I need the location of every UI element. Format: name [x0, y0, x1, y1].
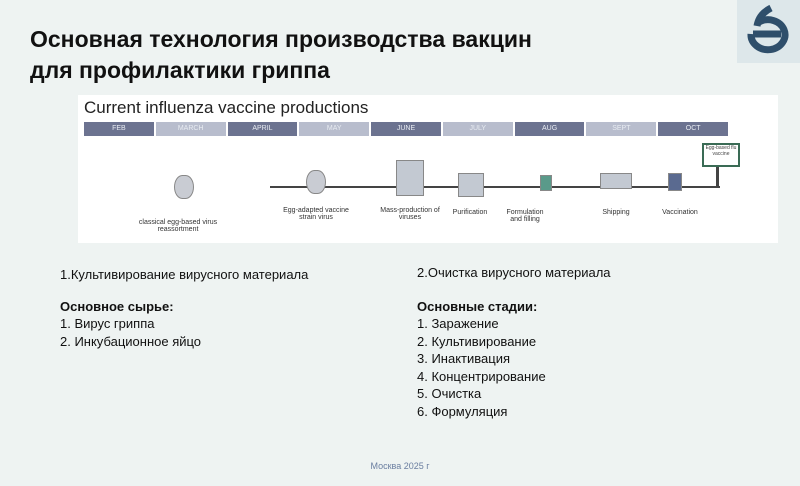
step-label: classical egg-based virus reassortment	[138, 219, 218, 233]
month: JUNE	[371, 122, 441, 136]
title-line-2: для профилактики гриппа	[30, 57, 330, 83]
list-item: 3. Инактивация	[417, 351, 510, 366]
list-item: 2. Инкубационное яйцо	[60, 333, 202, 349]
figure-title: Current influenza vaccine productions	[84, 98, 369, 117]
month: MARCH	[155, 122, 226, 136]
step-label: Egg-adapted vaccine strain virus	[283, 207, 349, 221]
bioreactor-icon	[396, 160, 424, 196]
step-label: Shipping	[602, 209, 630, 216]
logo-icon	[737, 0, 800, 63]
month: SEPT	[586, 122, 657, 136]
step-label: Purification	[452, 209, 488, 216]
list-item: 2. Культивирование	[417, 333, 537, 349]
footer-text: Москва 2025 г	[370, 461, 430, 471]
month: APRIL	[227, 122, 298, 136]
cultivation-section: 1.Культивирование вирусного материала Ос…	[60, 266, 308, 350]
egg-icon	[174, 175, 194, 199]
month: FEB	[84, 122, 154, 136]
list-item: 5. Очистка	[417, 386, 482, 401]
month: OCT	[658, 122, 729, 136]
list-item: 4. Концентрирование	[417, 368, 546, 384]
section-heading: 2.Очистка вирусного материала	[417, 265, 611, 280]
slide-title: Основная технология производства вакцин д…	[30, 24, 532, 86]
month: AUG	[514, 122, 585, 136]
list-item: 1. Заражение	[417, 316, 499, 331]
person-icon	[668, 173, 682, 191]
purification-section: 2.Очистка вирусного материала Основные с…	[417, 264, 611, 420]
step-label: Mass-production of viruses	[380, 207, 440, 221]
purification-icon	[458, 173, 484, 197]
month: JULY	[442, 122, 513, 136]
title-line-1: Основная технология производства вакцин	[30, 26, 532, 52]
section-subheading: Основное сырье:	[60, 298, 174, 314]
section-subheading: Основные стадии:	[417, 298, 538, 314]
egg-based-sign: Egg-based flu vaccine	[702, 143, 740, 167]
month-bar: FEB MARCH APRIL MAY JUNE JULY AUG SEPT O…	[84, 122, 730, 136]
step-label: Vaccination	[662, 209, 698, 216]
step-label: Formulation and filling	[506, 209, 544, 223]
list-item: 1. Вирус гриппа	[60, 316, 155, 331]
sign-post	[716, 163, 719, 188]
list-item: 6. Формуляция	[417, 403, 508, 419]
section-heading: 1.Культивирование вирусного материала	[60, 267, 309, 282]
egg-icon	[306, 170, 326, 194]
vaccine-production-figure: Current influenza vaccine productions FE…	[78, 95, 778, 243]
timeline-line	[270, 186, 720, 188]
truck-icon	[600, 173, 632, 189]
vial-icon	[540, 175, 552, 191]
month: MAY	[299, 122, 370, 136]
